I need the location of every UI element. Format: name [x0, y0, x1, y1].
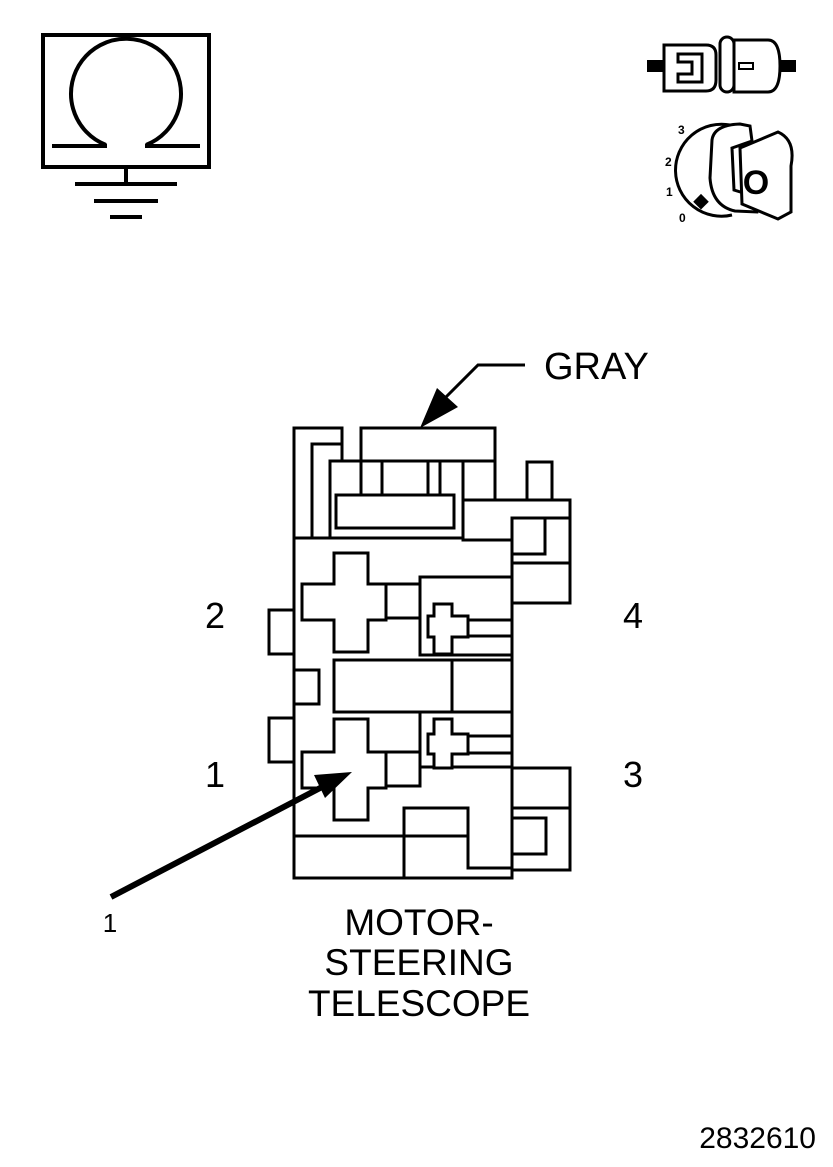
color-callout: GRAY — [420, 346, 649, 428]
pin-label-1: 1 — [205, 754, 225, 795]
disconnected-connector-icon — [647, 35, 796, 94]
key-position-0: 0 — [679, 211, 686, 225]
key-position-2: 2 — [665, 155, 672, 169]
pin-label-3: 3 — [623, 754, 643, 795]
figure-number: 2832610 — [699, 1122, 816, 1155]
leader-label: 1 — [103, 908, 117, 938]
connector-title-line-1: MOTOR- — [344, 902, 493, 943]
ignition-key-off-icon: 3 2 1 0 O — [665, 122, 794, 225]
connector-title-line-3: TELESCOPE — [308, 983, 530, 1024]
pin-label-4: 4 — [623, 595, 643, 636]
ohmmeter-ground-icon — [41, 33, 211, 219]
key-letter: O — [743, 164, 769, 202]
key-position-1: 1 — [666, 185, 673, 199]
key-position-3: 3 — [678, 123, 685, 137]
connector-color-label: GRAY — [544, 346, 649, 388]
terminal-leader-arrow — [109, 772, 352, 900]
connector-body — [267, 426, 572, 880]
connector-title-line-2: STEERING — [324, 942, 513, 983]
pin-label-2: 2 — [205, 595, 225, 636]
